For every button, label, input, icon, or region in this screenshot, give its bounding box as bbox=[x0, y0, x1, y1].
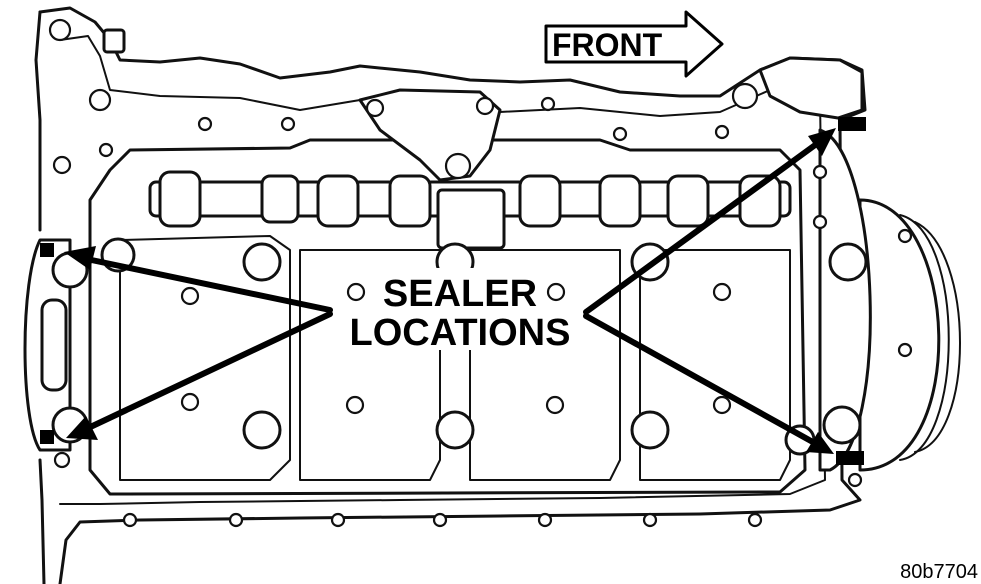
top-right-bracket bbox=[758, 56, 864, 120]
sealer-mark-top-right bbox=[838, 117, 866, 131]
front-label: FRONT bbox=[552, 27, 663, 63]
sealer-label-line2: LOCATIONS bbox=[350, 312, 571, 354]
sealer-mark-bottom-left bbox=[40, 430, 54, 444]
arrow-to-bottom-right bbox=[583, 313, 823, 449]
sealer-mark-top-left bbox=[40, 243, 54, 257]
bearing-bays bbox=[119, 235, 791, 481]
arrow-to-bottom-left bbox=[81, 311, 333, 433]
arrowhead-bottom-left bbox=[66, 416, 98, 440]
arrowhead-bottom-right bbox=[806, 432, 834, 454]
arrowhead-top-left bbox=[64, 246, 96, 270]
flange-inner bbox=[59, 35, 826, 505]
arrow-to-top-right bbox=[583, 137, 825, 315]
crank-pulley bbox=[818, 128, 961, 472]
figure-reference: 80b7704 bbox=[900, 561, 978, 583]
arrowhead-top-right bbox=[808, 128, 836, 156]
top-left-boss bbox=[48, 18, 126, 112]
label-bolt-left bbox=[346, 282, 366, 302]
front-arrow-outline bbox=[544, 10, 724, 78]
block-outline bbox=[38, 6, 867, 584]
block-left-edge bbox=[34, 10, 46, 584]
left-end-cover bbox=[23, 238, 72, 452]
center-bracket bbox=[358, 88, 506, 250]
sealer-label-line1: SEALER bbox=[383, 273, 537, 315]
label-bolt-right bbox=[546, 282, 566, 302]
front-indicator: FRONT bbox=[544, 10, 724, 78]
sealer-label-backdrop bbox=[342, 268, 578, 350]
sealer-marks bbox=[40, 117, 866, 465]
arrow-to-top-left bbox=[79, 255, 333, 313]
sealer-mark-bottom-right bbox=[836, 451, 864, 465]
leader-arrows bbox=[64, 128, 836, 454]
camshaft bbox=[148, 170, 792, 228]
rail-holes bbox=[52, 82, 913, 528]
